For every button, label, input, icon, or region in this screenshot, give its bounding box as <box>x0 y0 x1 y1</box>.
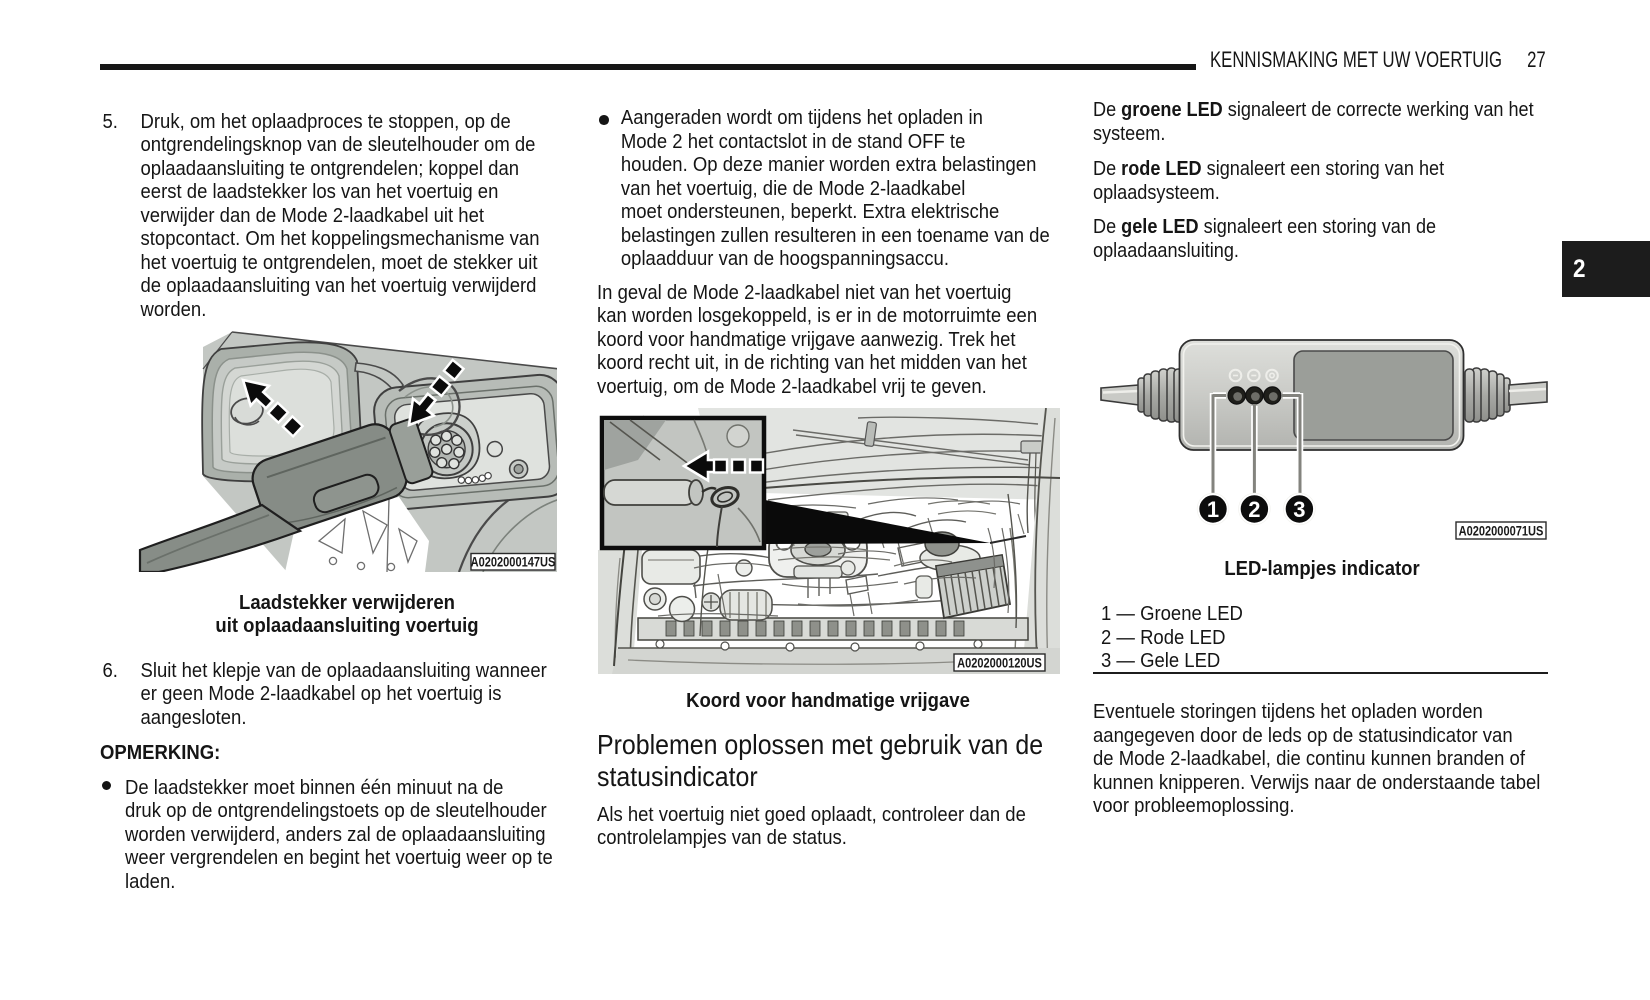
svg-text:3: 3 <box>1293 497 1305 522</box>
svg-text:A0202000120US: A0202000120US <box>957 655 1042 670</box>
svg-text:2: 2 <box>1248 497 1260 522</box>
svg-text:A0202000071US: A0202000071US <box>1459 523 1544 538</box>
svg-text:1: 1 <box>1207 497 1219 522</box>
svg-text:A0202000147US: A0202000147US <box>471 554 556 569</box>
